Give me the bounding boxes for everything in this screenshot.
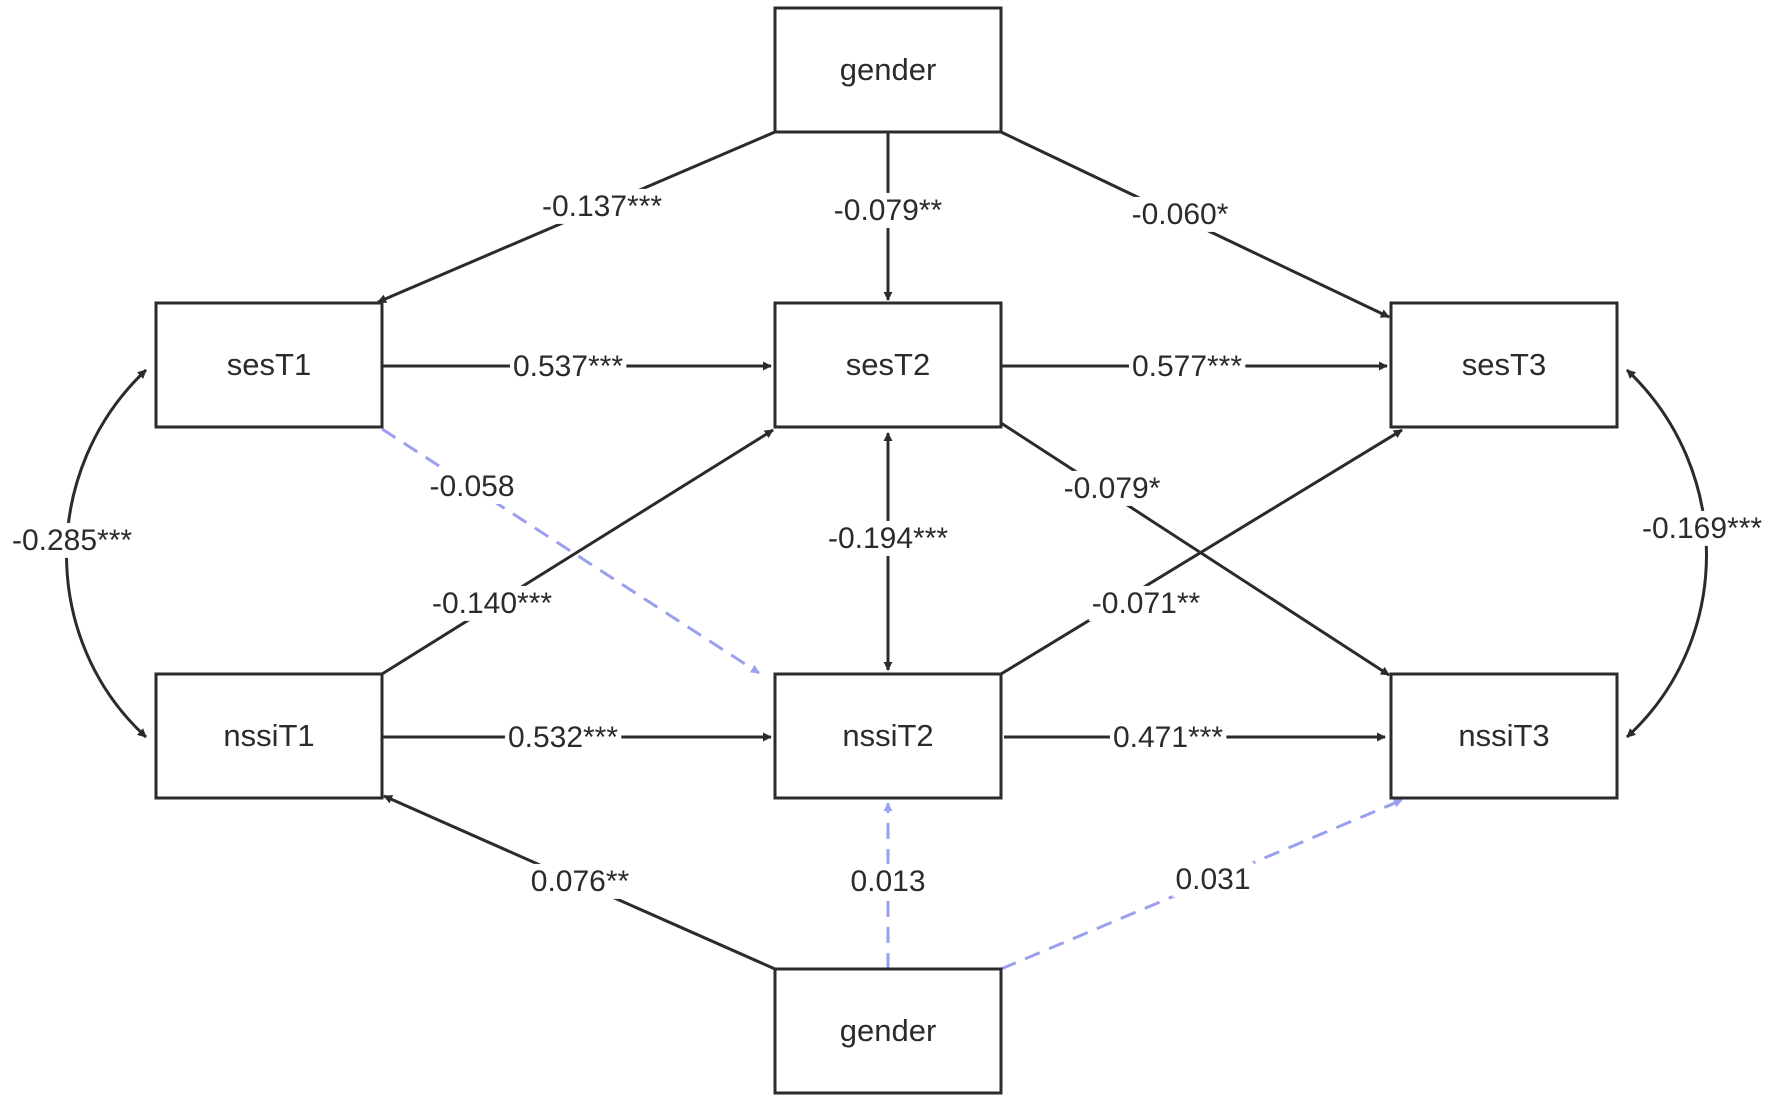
edge-label-background [1172, 861, 1254, 897]
edge-label-gender-top-to-sesT3: -0.060* [1132, 198, 1229, 231]
edge-label-group-gender-top-to-sesT2: -0.079** [830, 192, 946, 228]
edge-label-background [504, 719, 622, 755]
edge-label-gender-bottom-to-nssiT2: 0.013 [850, 865, 925, 898]
node-box-gender-top [773, 6, 1003, 134]
node-label-nssiT1: nssiT1 [223, 718, 314, 753]
node-label-nssiT2: nssiT2 [842, 718, 933, 753]
node-nssiT1: nssiT1 [154, 672, 384, 800]
node-label-gender-top: gender [840, 52, 937, 87]
edge-label-background [1060, 470, 1164, 506]
edge-label-nssiT1-to-nssiT2: 0.532*** [508, 721, 618, 754]
edge-label-background [527, 863, 633, 899]
node-box-nssiT1 [154, 672, 384, 800]
edge-label-background [1088, 585, 1204, 621]
edge-label-nssiT2-to-nssiT3: 0.471*** [1113, 721, 1223, 754]
node-nssiT3: nssiT3 [1389, 672, 1619, 800]
edge-label-nssiT1-to-sesT2: -0.140*** [432, 587, 552, 620]
node-gender-bottom: gender [773, 967, 1003, 1095]
edge-label-background [509, 348, 627, 384]
edge-label-gender-top-to-sesT1: -0.137*** [542, 190, 662, 223]
node-label-nssiT3: nssiT3 [1458, 718, 1549, 753]
node-sesT2: sesT2 [773, 301, 1003, 429]
edge-nssiT1-to-sesT2 [381, 428, 774, 676]
edge-label-group-gender-top-to-sesT1: -0.137*** [538, 188, 666, 224]
edge-label-sesT3-nssiT3: -0.169*** [1642, 512, 1762, 545]
edge-label-group-nssiT1-to-sesT2: -0.140*** [428, 585, 556, 621]
edge-label-group-sesT3-nssiT3: -0.169*** [1638, 510, 1766, 546]
edge-sesT3-nssiT3 [1625, 368, 1708, 739]
edge-label-gender-top-to-sesT2: -0.079** [834, 194, 943, 227]
edge-label-sesT1-to-sesT2: 0.537*** [513, 350, 623, 383]
edge-label-group-nssiT2-to-nssiT3: 0.471*** [1109, 719, 1227, 755]
edge-label-background [830, 192, 946, 228]
edge-sesT1-to-nssiT2 [381, 427, 760, 675]
edge-nssiT2-to-sesT3 [1000, 428, 1403, 676]
edge-label-background [1109, 719, 1227, 755]
edge-label-group-gender-top-to-sesT3: -0.060* [1128, 196, 1232, 232]
node-label-sesT1: sesT1 [227, 347, 311, 382]
node-layer: gender sesT1 sesT2 sesT3 nssiT1 nssiT2 nssiT3 g… [154, 6, 1619, 1095]
node-box-sesT2 [773, 301, 1003, 429]
edge-label-sesT1-nssiT1: -0.285*** [12, 524, 132, 557]
edge-label-group-gender-bottom-to-nssiT1: 0.076** [527, 863, 633, 899]
edge-label-group-nssiT1-to-nssiT2: 0.532*** [504, 719, 622, 755]
edge-label-background [1638, 510, 1766, 546]
edge-label-group-sesT2-nssiT2: -0.194*** [824, 520, 952, 556]
node-box-gender-bottom [773, 967, 1003, 1095]
node-box-sesT1 [154, 301, 384, 429]
node-box-nssiT2 [773, 672, 1003, 800]
edge-label-group-gender-bottom-to-nssiT2: 0.013 [847, 863, 929, 899]
edge-label-background [847, 863, 929, 899]
node-label-gender-bottom: gender [840, 1013, 937, 1048]
edge-sesT2-to-nssiT3 [1000, 421, 1390, 677]
edge-label-nssiT2-to-sesT3: -0.071** [1092, 587, 1201, 620]
node-sesT1: sesT1 [154, 301, 384, 429]
edge-label-background [1128, 348, 1246, 384]
edge-label-group-sesT2-to-sesT3: 0.577*** [1128, 348, 1246, 384]
edge-label-background [428, 585, 556, 621]
edge-label-sesT1-to-nssiT2: -0.058 [429, 470, 514, 503]
edge-label-layer: -0.137*** -0.079** -0.060* 0.537*** 0.577***… [8, 188, 1766, 899]
edge-label-group-sesT2-to-nssiT3: -0.079* [1060, 470, 1164, 506]
node-label-sesT2: sesT2 [846, 347, 930, 382]
edge-label-background [824, 520, 952, 556]
edge-label-gender-bottom-to-nssiT3: 0.031 [1175, 863, 1250, 896]
edge-label-group-sesT1-to-sesT2: 0.537*** [509, 348, 627, 384]
edge-label-group-sesT1-nssiT1: -0.285*** [8, 522, 136, 558]
edge-label-group-gender-bottom-to-nssiT3: 0.031 [1172, 861, 1254, 897]
node-box-sesT3 [1389, 301, 1619, 429]
edge-label-background [538, 188, 666, 224]
edge-label-background [426, 468, 518, 504]
edge-label-group-nssiT2-to-sesT3: -0.071** [1088, 585, 1204, 621]
edge-label-sesT2-to-nssiT3: -0.079* [1064, 472, 1161, 505]
edge-label-sesT2-nssiT2: -0.194*** [828, 522, 948, 555]
node-label-sesT3: sesT3 [1462, 347, 1546, 382]
edge-label-gender-bottom-to-nssiT1: 0.076** [531, 865, 630, 898]
node-nssiT2: nssiT2 [773, 672, 1003, 800]
edge-label-background [1128, 196, 1232, 232]
node-box-nssiT3 [1389, 672, 1619, 800]
node-gender-top: gender [773, 6, 1003, 134]
edge-label-group-sesT1-to-nssiT2: -0.058 [426, 468, 518, 504]
node-sesT3: sesT3 [1389, 301, 1619, 429]
edge-label-background [8, 522, 136, 558]
edge-label-sesT2-to-sesT3: 0.577*** [1132, 350, 1242, 383]
